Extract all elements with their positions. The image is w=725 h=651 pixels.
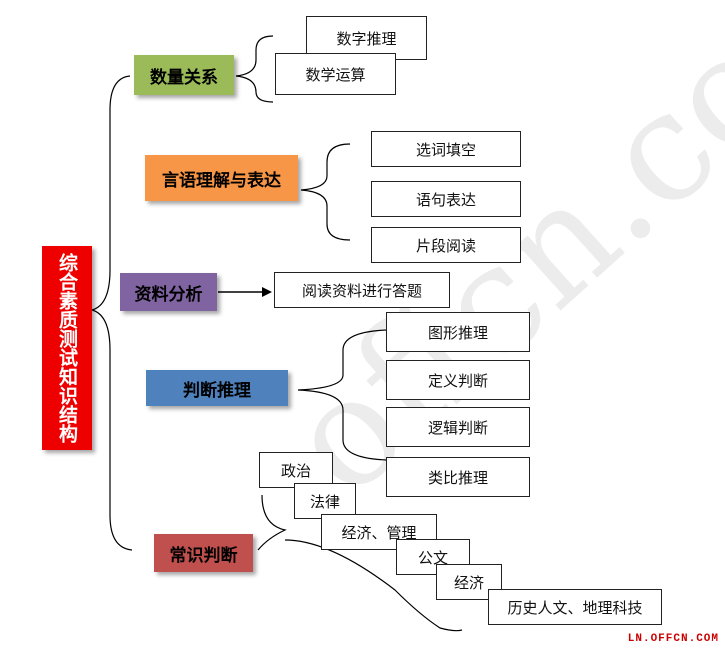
- brace-quantity: [235, 35, 274, 103]
- leaf-verbal-2: 语句表达: [371, 181, 521, 217]
- leaf-general-5: 经济: [436, 564, 502, 600]
- leaf-reasoning-2: 定义判断: [386, 360, 530, 400]
- category-analysis: 资料分析: [120, 273, 217, 311]
- root-brace: [89, 75, 133, 551]
- leaf-verbal-3: 片段阅读: [371, 227, 521, 263]
- category-reasoning: 判断推理: [146, 370, 288, 406]
- brace-reasoning: [297, 329, 387, 461]
- category-general: 常识判断: [154, 534, 253, 572]
- leaf-analysis-1: 阅读资料进行答题: [274, 272, 450, 308]
- leaf-general-4: 公文: [396, 539, 470, 575]
- leaf-general-3: 经济、管理: [321, 514, 437, 550]
- leaf-quantity-2: 数学运算: [275, 53, 396, 95]
- leaf-reasoning-4: 类比推理: [386, 457, 530, 497]
- brace-verbal: [300, 143, 351, 241]
- brand-label: LN.OFFCN.COM: [627, 633, 719, 645]
- leaf-reasoning-1: 图形推理: [386, 312, 530, 352]
- category-verbal: 言语理解与表达: [145, 155, 298, 201]
- leaf-reasoning-3: 逻辑判断: [386, 407, 530, 447]
- leaf-quantity-1: 数字推理: [306, 16, 427, 60]
- leaf-general-6: 历史人文、地理科技: [488, 589, 662, 625]
- category-quantity: 数量关系: [134, 55, 234, 95]
- leaf-verbal-1: 选词填空: [371, 131, 521, 167]
- root-node: 综合素质测试知识结构: [42, 246, 92, 450]
- leaf-general-2: 法律: [294, 483, 356, 519]
